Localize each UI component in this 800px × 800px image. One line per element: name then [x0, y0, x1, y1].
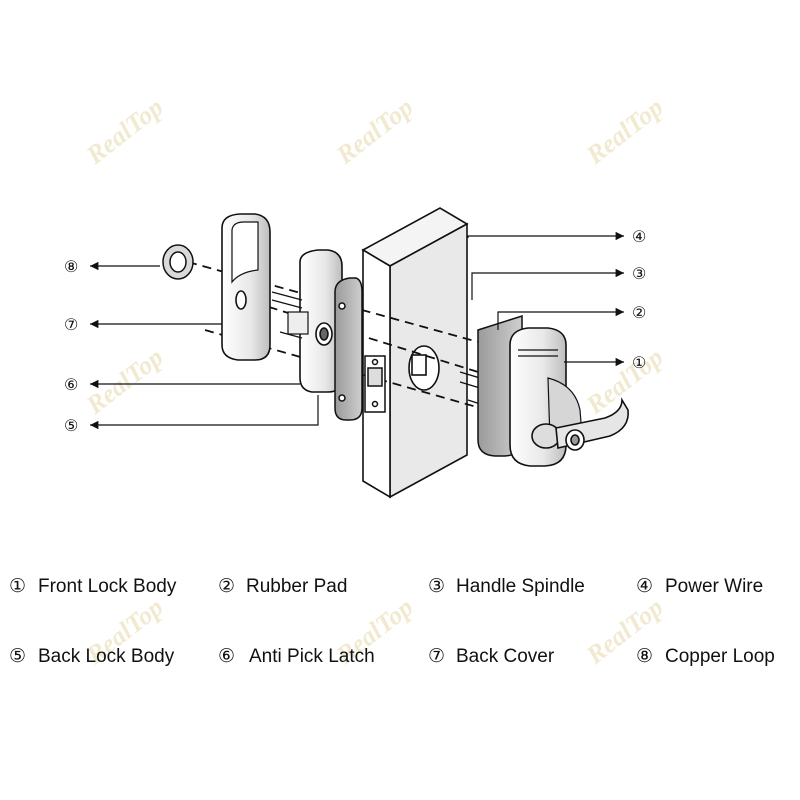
- callout-8: ⑧: [64, 259, 78, 276]
- legend-num: ③: [428, 576, 445, 597]
- watermark: RealTop: [330, 92, 418, 170]
- legend-label: Front Lock Body: [38, 576, 177, 597]
- callout-numbers: ⑧ ⑦ ⑥ ⑤ ④ ③ ② ①: [64, 229, 646, 435]
- legend-item-power-wire: ④ Power Wire: [636, 576, 763, 597]
- legend-num: ⑦: [428, 646, 445, 667]
- legend-label: Copper Loop: [665, 646, 775, 667]
- legend-label: Back Cover: [456, 646, 555, 667]
- legend-num: ⑧: [636, 646, 653, 667]
- legend-label: Power Wire: [665, 576, 763, 597]
- legend-item-rubber-pad: ② Rubber Pad: [218, 576, 347, 597]
- legend-num: ④: [636, 576, 653, 597]
- back-lock-body-part: [271, 249, 343, 393]
- watermark: RealTop: [80, 92, 168, 170]
- legend-num: ⑤: [9, 646, 26, 667]
- legend-label: Anti Pick Latch: [249, 646, 375, 667]
- legend-num: ⑥: [218, 646, 235, 667]
- callout-7: ⑦: [64, 317, 78, 334]
- legend-num: ①: [9, 576, 26, 597]
- legend-item-handle-spindle: ③ Handle Spindle: [428, 576, 585, 597]
- legend-label: Handle Spindle: [456, 576, 585, 597]
- watermark: RealTop: [80, 342, 168, 420]
- legend-item-back-lock-body: ⑤ Back Lock Body: [9, 646, 175, 667]
- legend-label: Rubber Pad: [246, 576, 347, 597]
- callout-5: ⑤: [64, 418, 78, 435]
- legend-item-back-cover: ⑦ Back Cover: [428, 646, 555, 667]
- callout-1: ①: [632, 355, 646, 372]
- watermark: RealTop: [580, 592, 668, 670]
- legend-item-copper-loop: ⑧ Copper Loop: [636, 646, 775, 667]
- copper-loop-part: [162, 244, 194, 280]
- legend-item-front-lock-body: ① Front Lock Body: [9, 576, 177, 597]
- legend-num: ②: [218, 576, 235, 597]
- back-cover-part: [221, 213, 271, 361]
- legend-item-anti-pick-latch: ⑥ Anti Pick Latch: [218, 646, 375, 667]
- callout-4: ④: [632, 229, 646, 246]
- callout-leaders: [90, 231, 624, 430]
- anti-pick-latch-part: [334, 277, 386, 421]
- callout-3: ③: [632, 266, 646, 283]
- parts-legend: ① Front Lock Body ② Rubber Pad ③ Handle …: [9, 576, 775, 667]
- callout-2: ②: [632, 305, 646, 322]
- front-lock-body-part: [509, 327, 629, 467]
- legend-label: Back Lock Body: [38, 646, 175, 667]
- callout-6: ⑥: [64, 377, 78, 394]
- watermark: RealTop: [580, 92, 668, 170]
